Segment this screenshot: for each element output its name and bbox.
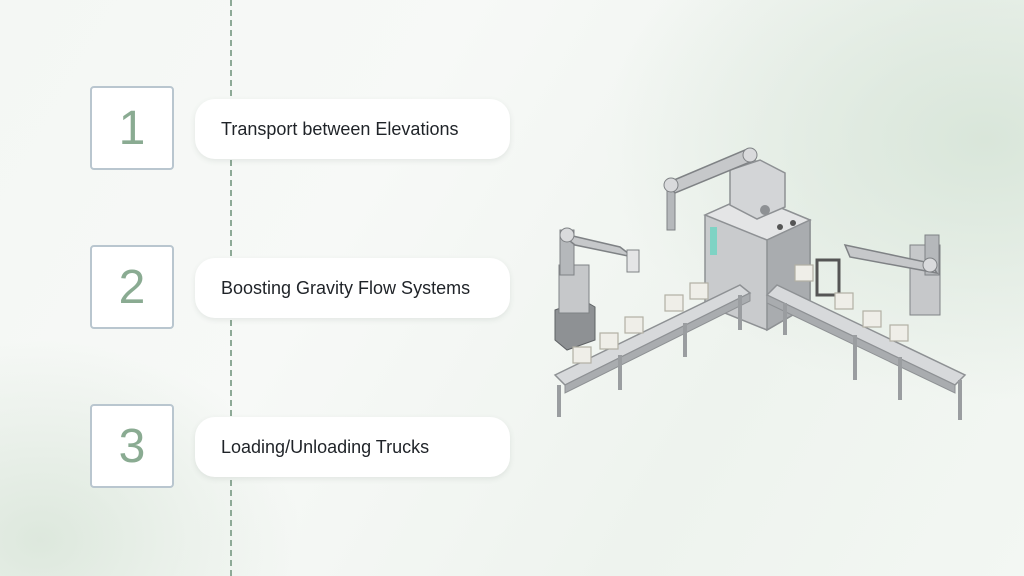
robot-arm-right [815, 234, 941, 316]
step-number-box: 2 [90, 245, 174, 329]
robot-arm-top [663, 147, 758, 231]
conveyor-robot-arm-icon [553, 147, 967, 420]
step-1: 1 Transport between Elevations [0, 86, 520, 176]
step-3: 3 Loading/Unloading Trucks [0, 404, 520, 494]
conveyor-right [765, 284, 967, 420]
step-number-box: 3 [90, 404, 174, 488]
step-label: Transport between Elevations [195, 99, 510, 159]
step-number-box: 1 [90, 86, 174, 170]
step-label: Boosting Gravity Flow Systems [195, 258, 510, 318]
conveyor-left [553, 284, 752, 417]
robot-arm-left [554, 227, 640, 351]
step-label: Loading/Unloading Trucks [195, 417, 510, 477]
boxes [572, 264, 909, 364]
step-2: 2 Boosting Gravity Flow Systems [0, 245, 520, 335]
